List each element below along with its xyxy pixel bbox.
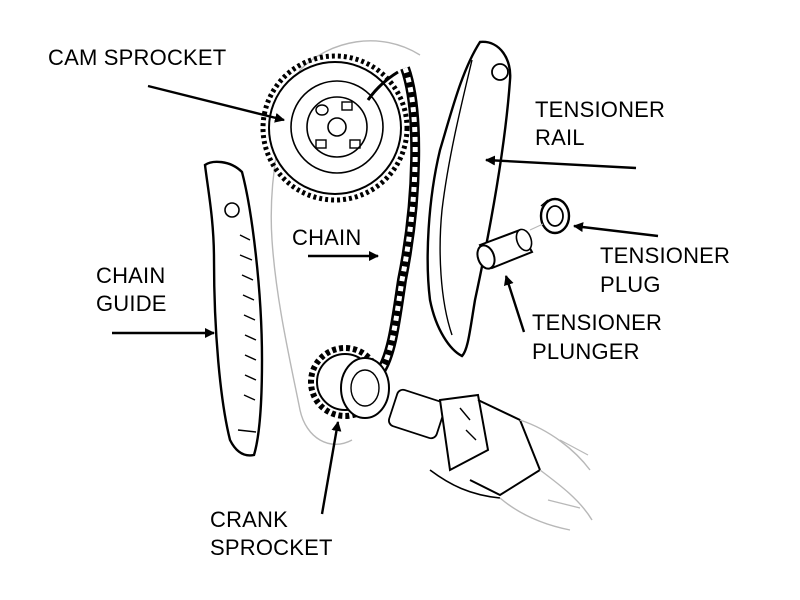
chain-label: CHAIN — [292, 225, 362, 250]
tensioner-plug — [539, 197, 571, 235]
cam-sprocket-label: CAM SPROCKET — [48, 45, 227, 70]
tensioner-rail-arrow — [485, 155, 637, 170]
tensioner-rail-label-line1: TENSIONER — [535, 97, 666, 122]
crank-sprocket — [308, 345, 390, 419]
tensioner-plug-arrow — [573, 222, 659, 238]
tensioner-plunger — [476, 228, 534, 270]
timing-chain — [366, 66, 421, 375]
tensioner-plunger-arrow — [503, 275, 526, 333]
tensioner-rail-label-line2: RAIL — [535, 125, 585, 150]
chain-guide — [203, 160, 264, 457]
tensioner-plug-label-line2: PLUG — [600, 272, 661, 297]
tensioner-rail — [426, 40, 512, 358]
tensioner-plunger-label-line1: TENSIONER — [532, 310, 663, 335]
cam-sprocket — [260, 53, 410, 203]
chain-guide-label-line1: CHAIN — [96, 263, 166, 288]
assembly-line — [529, 223, 544, 231]
chain-guide-label-line2: GUIDE — [96, 291, 167, 316]
crankshaft — [388, 388, 593, 531]
tensioner-plunger-label-line2: PLUNGER — [532, 339, 640, 364]
crank-sprocket-label-line1: CRANK — [210, 507, 289, 532]
crank-sprocket-label-line2: SPROCKET — [210, 535, 333, 560]
crank-sprocket-arrow — [320, 421, 342, 515]
cam-sprocket-arrow — [147, 84, 285, 123]
tensioner-plug-label-line1: TENSIONER — [600, 243, 731, 268]
